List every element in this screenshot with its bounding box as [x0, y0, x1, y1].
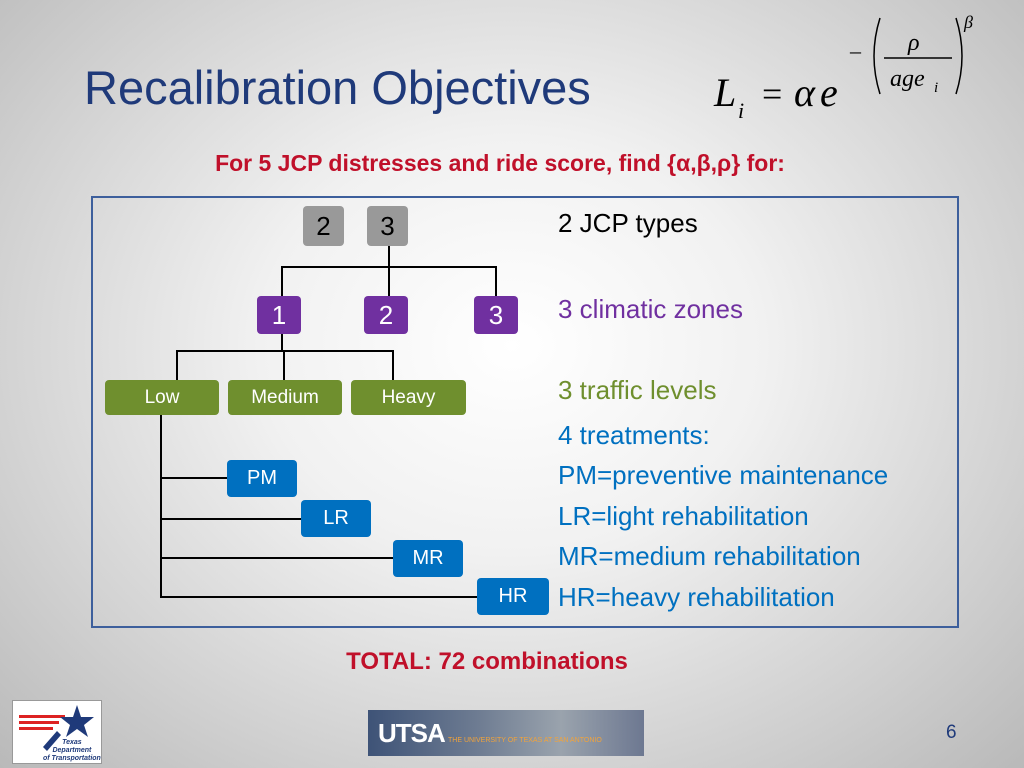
- desc-lr: LR=light rehabilitation: [558, 501, 809, 531]
- desc-pm: PM=preventive maintenance: [558, 460, 889, 490]
- connector: [392, 350, 394, 380]
- formula-lhs: L: [713, 70, 736, 115]
- jcp-type-node: 3: [367, 206, 408, 246]
- formula-rho: ρ: [907, 30, 920, 56]
- connector: [160, 596, 478, 598]
- txdot-text: Texas Department of Transportation: [43, 739, 101, 762]
- connector: [160, 557, 396, 559]
- desc-hr: HR=heavy rehabilitation: [558, 582, 835, 612]
- formula-minus: –: [849, 38, 862, 63]
- formula-left-paren: [873, 17, 881, 95]
- slide-title: Recalibration Objectives: [84, 61, 591, 114]
- treatment-node: LR: [301, 500, 371, 537]
- traffic-node: Low: [105, 380, 219, 415]
- traffic-node: Medium: [228, 380, 342, 415]
- connector: [283, 350, 285, 380]
- connector: [388, 246, 390, 268]
- connector: [160, 477, 228, 479]
- zone-node: 2: [364, 296, 408, 334]
- total-combinations: TOTAL: 72 combinations: [346, 648, 628, 675]
- jcp-type-node: 2: [303, 206, 344, 246]
- desc-jcp-types: 2 JCP types: [558, 208, 698, 238]
- star-icon: [19, 705, 94, 751]
- connector: [281, 332, 283, 352]
- desc-climatic-zones: 3 climatic zones: [558, 294, 743, 324]
- content-frame: [91, 196, 959, 628]
- txdot-logo: Texas Department of Transportation: [12, 700, 102, 764]
- formula-lhs-sub: i: [738, 98, 744, 123]
- formula: L i = α e – ρ age i β: [713, 12, 973, 123]
- connector: [495, 266, 497, 296]
- connector: [176, 350, 394, 352]
- connector: [160, 518, 302, 520]
- treatment-node: PM: [227, 460, 297, 497]
- connector: [388, 266, 390, 296]
- connector: [160, 414, 162, 597]
- desc-mr: MR=medium rehabilitation: [558, 541, 861, 571]
- formula-denominator: age: [890, 66, 925, 92]
- formula-equals: =: [762, 74, 782, 114]
- treatment-node: HR: [477, 578, 549, 615]
- formula-alpha: α: [794, 70, 816, 115]
- utsa-full-name: THE UNIVERSITY OF TEXAS AT SAN ANTONIO: [448, 737, 602, 744]
- utsa-wordmark: UTSA: [378, 718, 446, 748]
- formula-exponent: β: [963, 12, 973, 32]
- traffic-node: Heavy: [351, 380, 466, 415]
- connector: [281, 266, 283, 296]
- subtitle: For 5 JCP distresses and ride score, fin…: [215, 150, 785, 176]
- formula-right-paren: [955, 17, 963, 95]
- utsa-logo: UTSA THE UNIVERSITY OF TEXAS AT SAN ANTO…: [368, 710, 644, 756]
- formula-base: e: [820, 70, 838, 115]
- treatment-node: MR: [393, 540, 463, 577]
- connector: [176, 350, 178, 380]
- zone-node: 1: [257, 296, 301, 334]
- page-number: 6: [946, 722, 957, 743]
- desc-traffic-levels: 3 traffic levels: [558, 375, 717, 405]
- zone-node: 3: [474, 296, 518, 334]
- desc-treatments-header: 4 treatments:: [558, 420, 710, 450]
- formula-denominator-sub: i: [934, 80, 938, 96]
